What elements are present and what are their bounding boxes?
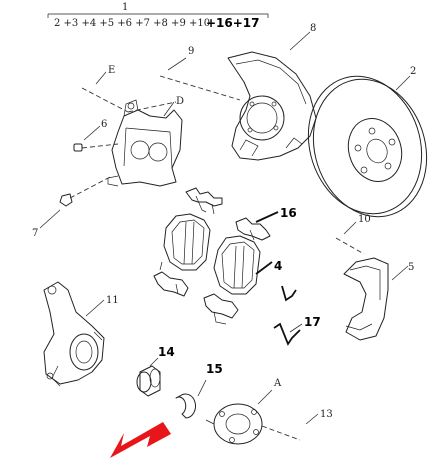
label-8: 8 bbox=[310, 23, 316, 34]
spring-clip-17 bbox=[273, 322, 301, 346]
leader-8 bbox=[289, 31, 311, 51]
brake-disc bbox=[307, 75, 428, 218]
label-15: 15 bbox=[206, 362, 223, 376]
bleeder-cap bbox=[73, 143, 119, 152]
label-D: D bbox=[176, 96, 184, 107]
label-16: 16 bbox=[280, 206, 297, 220]
group-parts-bold-text: +16+17 bbox=[206, 16, 260, 30]
leader-5 bbox=[391, 265, 409, 281]
leader-6 bbox=[83, 125, 101, 141]
leader-E bbox=[95, 71, 107, 85]
label-13: 13 bbox=[320, 409, 333, 420]
label-10: 10 bbox=[358, 214, 371, 225]
leader-17 bbox=[289, 323, 303, 333]
label-5: 5 bbox=[408, 262, 414, 273]
leader-11 bbox=[85, 299, 105, 317]
leader-15 bbox=[197, 379, 207, 397]
label-14: 14 bbox=[158, 345, 175, 359]
label-11: 11 bbox=[106, 295, 119, 306]
leader-16 bbox=[255, 211, 279, 223]
anti-rattle-clips-lower bbox=[153, 261, 239, 325]
wheel-bearing bbox=[136, 365, 161, 397]
bleeder-screw bbox=[59, 175, 113, 207]
bolt-line-E bbox=[81, 87, 129, 113]
steering-knuckle bbox=[43, 281, 105, 387]
leader-A bbox=[257, 389, 273, 405]
group-number: 1 bbox=[122, 2, 128, 13]
label-E: E bbox=[108, 65, 115, 76]
group-bracket bbox=[47, 13, 269, 18]
anti-rattle-clips-upper bbox=[185, 187, 271, 241]
label-4: 4 bbox=[274, 259, 282, 273]
bolt-line-10 bbox=[335, 237, 365, 255]
group-legend: 1 2 +3 +4 +5 +6 +7 +8 +9 +10 +16+17 bbox=[47, 2, 269, 30]
caliper-bolt-line bbox=[127, 101, 177, 113]
bolt-line-13 bbox=[261, 425, 301, 441]
leader-14 bbox=[149, 357, 159, 367]
leader-4 bbox=[255, 261, 273, 275]
leader-2 bbox=[395, 75, 411, 91]
brake-pad-outer bbox=[213, 235, 261, 295]
leader-7 bbox=[39, 209, 61, 229]
wheel-hub bbox=[205, 403, 263, 445]
highlight-arrow bbox=[110, 422, 171, 458]
dust-shield bbox=[227, 51, 317, 161]
caliper-bracket bbox=[343, 257, 389, 341]
label-17: 17 bbox=[304, 315, 321, 329]
leader-10 bbox=[343, 221, 357, 235]
brake-pad-inner bbox=[163, 213, 211, 271]
leader-9 bbox=[167, 57, 187, 71]
leader-13 bbox=[305, 413, 319, 425]
brake-caliper bbox=[107, 99, 183, 187]
label-6: 6 bbox=[101, 119, 107, 130]
spring-clip-upper bbox=[281, 285, 297, 302]
group-parts-text: 2 +3 +4 +5 +6 +7 +8 +9 +10 bbox=[54, 18, 210, 29]
bolt-line-9 bbox=[159, 75, 241, 101]
label-9: 9 bbox=[188, 46, 194, 57]
label-7: 7 bbox=[32, 228, 38, 239]
leader-D bbox=[163, 101, 175, 117]
label-2: 2 bbox=[410, 66, 416, 77]
snap-ring bbox=[175, 393, 196, 419]
label-A: A bbox=[273, 378, 282, 389]
